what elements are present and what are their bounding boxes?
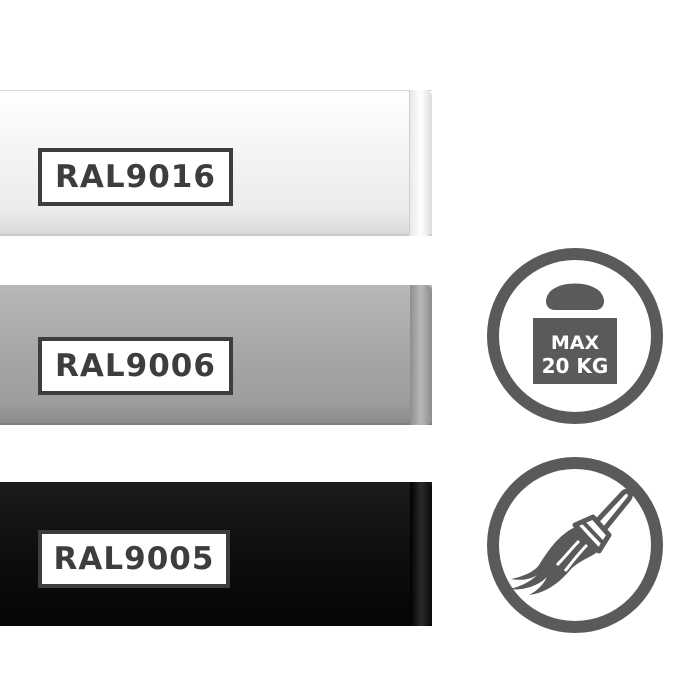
paint-badge bbox=[487, 457, 663, 633]
weight-icon bbox=[533, 283, 617, 384]
end-cap bbox=[409, 90, 432, 236]
end-cap bbox=[410, 285, 432, 425]
end-cap bbox=[410, 482, 432, 626]
ral-label-black: RAL9005 bbox=[38, 530, 230, 588]
max-load-badge: MAX 20 KG bbox=[487, 248, 663, 424]
paint-brush-icon bbox=[509, 488, 633, 595]
load-value-text: 20 KG bbox=[541, 354, 609, 378]
max-text: MAX bbox=[550, 332, 600, 354]
ral-label-white: RAL9016 bbox=[38, 148, 233, 206]
ral-label-grey: RAL9006 bbox=[38, 337, 233, 395]
